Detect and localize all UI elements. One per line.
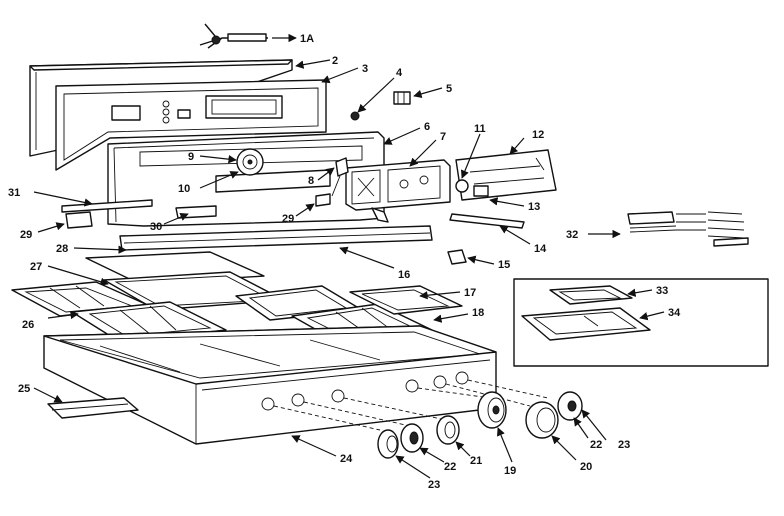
callout-29a: 29 <box>20 229 32 241</box>
callout-9: 9 <box>188 151 194 163</box>
part-timer-knob <box>199 148 264 189</box>
callout-10: 10 <box>178 183 190 195</box>
callout-23b: 23 <box>618 439 630 451</box>
part-cooktop-body <box>43 325 549 457</box>
part-trim-strip <box>449 213 531 245</box>
part-manifold-panel <box>107 127 421 227</box>
part-ignition-module <box>345 139 451 223</box>
callout-31: 31 <box>8 187 20 199</box>
part-burner-clip <box>447 249 495 265</box>
part-clip <box>393 87 443 105</box>
callout-27: 27 <box>30 261 42 273</box>
callout-20: 20 <box>580 461 592 473</box>
part-drip-pan <box>33 387 139 419</box>
callout-16: 16 <box>398 269 410 281</box>
callout-11: 11 <box>474 123 486 135</box>
callout-8: 8 <box>308 175 314 187</box>
part-burner-tubes <box>588 211 749 247</box>
callout-25: 25 <box>18 383 30 395</box>
part-knob-small-left <box>377 429 431 479</box>
callout-30: 30 <box>150 221 162 233</box>
callout-19: 19 <box>504 465 516 477</box>
part-wire-harness <box>199 23 297 49</box>
part-knob-20 <box>525 401 577 461</box>
part-control-panel <box>55 67 359 171</box>
part-screw <box>350 77 395 121</box>
callout-4: 4 <box>396 67 403 79</box>
part-knob-right <box>557 391 607 441</box>
callout-12: 12 <box>532 129 544 141</box>
part-bracket-left <box>33 191 153 233</box>
callout-34: 34 <box>668 307 681 319</box>
callout-15: 15 <box>498 259 510 271</box>
callout-22b: 22 <box>590 439 602 451</box>
callout-7: 7 <box>440 131 446 143</box>
callout-2: 2 <box>332 55 338 67</box>
callout-3: 3 <box>362 63 368 75</box>
callout-6: 6 <box>424 121 430 133</box>
callout-21: 21 <box>470 455 482 467</box>
callout-labels: 1A 2 3 4 5 6 7 8 9 10 11 12 13 14 15 16 … <box>8 33 681 491</box>
callout-1a: 1A <box>300 33 314 45</box>
callout-26: 26 <box>22 319 34 331</box>
callout-13: 13 <box>528 201 540 213</box>
part-igniter <box>317 157 349 197</box>
callout-17: 17 <box>464 287 476 299</box>
inset-box <box>513 278 769 367</box>
part-cap <box>295 193 331 217</box>
callout-18: 18 <box>472 307 484 319</box>
callout-14: 14 <box>534 243 547 255</box>
part-spacer <box>163 205 217 225</box>
callout-5: 5 <box>446 83 452 95</box>
callout-28: 28 <box>56 243 68 255</box>
callout-33: 33 <box>656 285 668 297</box>
callout-29b: 29 <box>282 213 294 225</box>
part-knob-19 <box>477 391 513 463</box>
part-spark-module-box <box>455 133 557 207</box>
part-rear-rail <box>119 225 433 269</box>
callout-23a: 23 <box>428 479 440 491</box>
part-knob-bezel-left <box>400 423 445 463</box>
part-knob-21 <box>436 415 471 457</box>
callout-32: 32 <box>566 229 578 241</box>
callout-22a: 22 <box>444 461 456 473</box>
callout-24: 24 <box>340 453 353 465</box>
